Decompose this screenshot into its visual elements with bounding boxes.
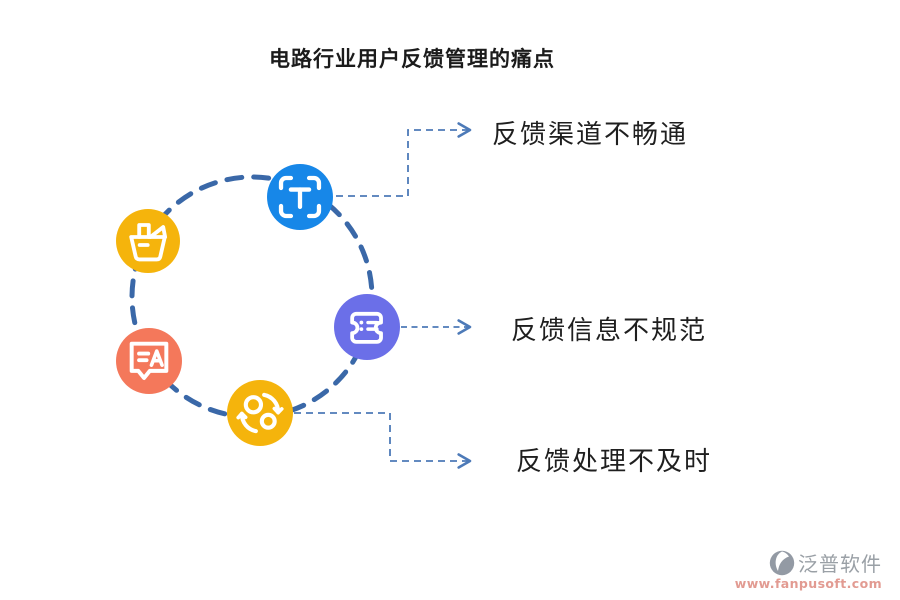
pain-point-label-timeliness: 反馈处理不及时 xyxy=(516,447,713,477)
ticket-icon xyxy=(334,294,400,360)
chat-translate-icon xyxy=(116,328,182,394)
watermark-url: www.fanpusoft.com xyxy=(734,576,882,591)
connector-line-1 xyxy=(336,122,472,197)
pain-point-label-channel: 反馈渠道不畅通 xyxy=(492,120,689,150)
page-title: 电路行业用户反馈管理的痛点 xyxy=(269,47,555,71)
sync-icon xyxy=(227,380,293,446)
watermark: 泛普软件 www.fanpusoft.com xyxy=(735,548,882,591)
connector-line-3 xyxy=(294,412,472,469)
basket-icon xyxy=(116,209,180,273)
pain-point-label-info: 反馈信息不规范 xyxy=(511,316,708,346)
text-scan-icon xyxy=(267,164,333,230)
fanpu-logo-icon xyxy=(769,550,795,575)
watermark-brand: 泛普软件 xyxy=(798,552,882,576)
